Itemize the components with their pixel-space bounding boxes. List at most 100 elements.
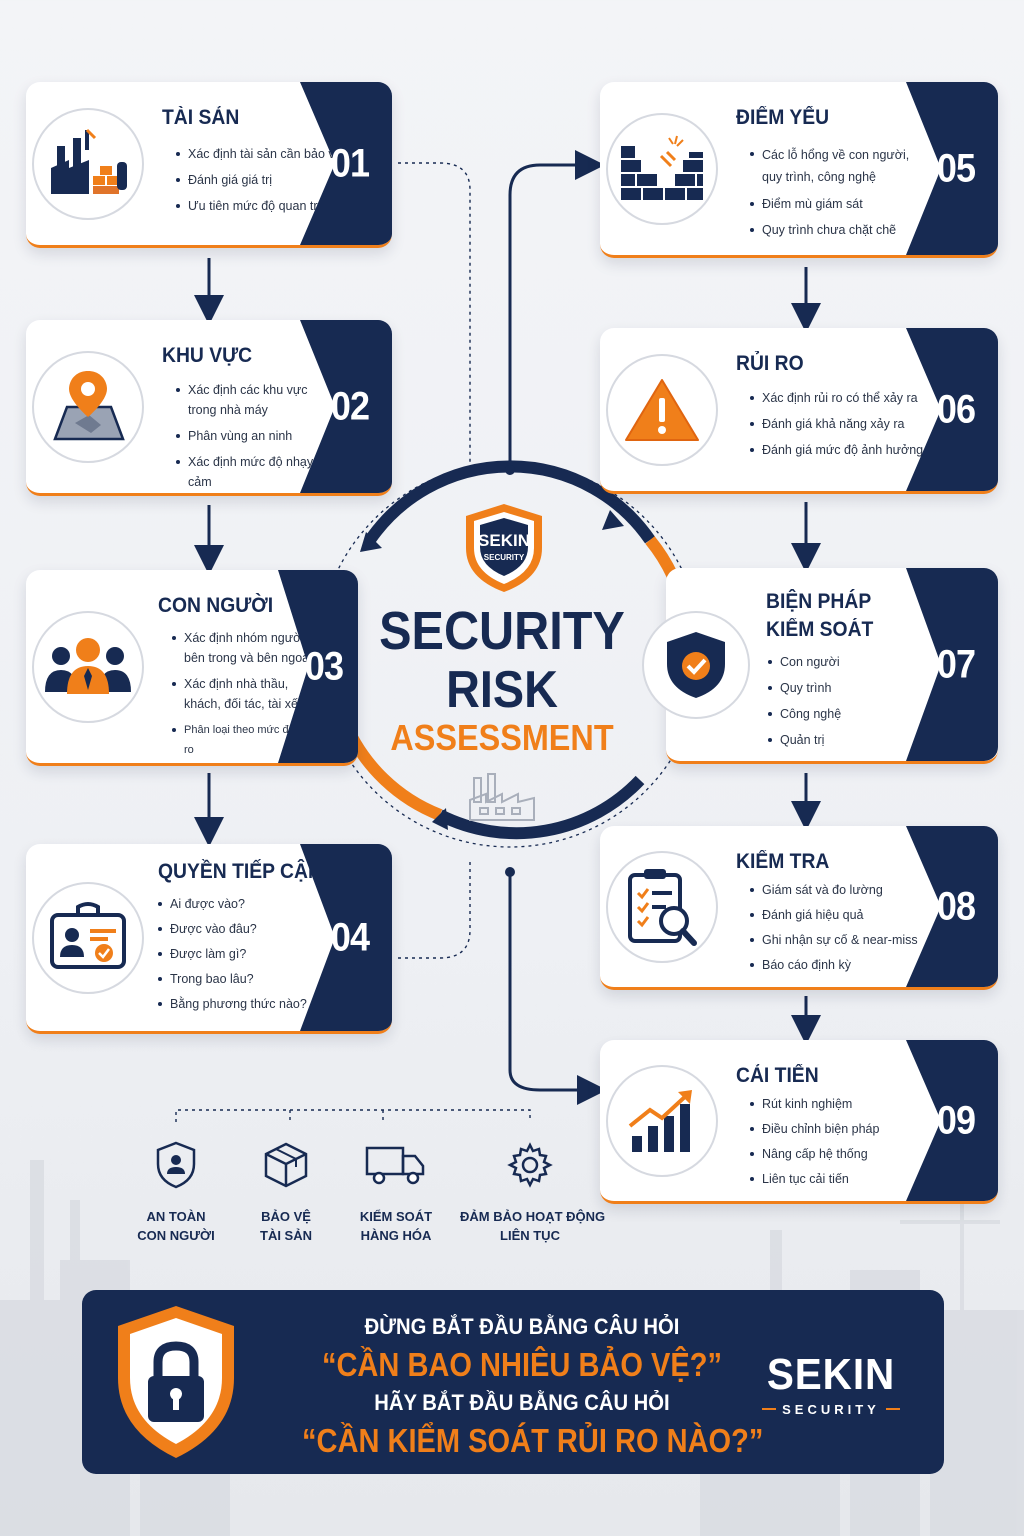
bullet: Điểm mù giám sát [750, 194, 920, 214]
step-bullets: Các lỗ hổng về con người, quy trình, côn… [750, 144, 920, 246]
step-number: 03 [304, 644, 344, 688]
step-number: 05 [936, 146, 976, 190]
value-label-line2: TÀI SẢN [260, 1228, 312, 1243]
bullet: Quy trình [768, 678, 841, 698]
step-number: 04 [330, 915, 370, 959]
step-card-01: TÀI SẢN Xác định tài sản cần bảo vệ Đánh… [26, 82, 392, 248]
factory-outline-icon [469, 773, 535, 821]
logo-text: SEKIN [478, 531, 530, 550]
id-badge-icon [32, 881, 144, 994]
step-title-line1: BIỆN PHÁP [766, 590, 872, 613]
step-title: KHU VỰC [162, 344, 253, 367]
value-label-line1: BẢO VỆ [261, 1209, 311, 1224]
step-bullets: Xác định các khu vực trong nhà máy Phân … [176, 380, 336, 493]
value-label-line1: AN TOÀN [146, 1209, 206, 1224]
clipboard-search-icon [606, 850, 718, 963]
bullet: Báo cáo định kỳ [750, 955, 918, 975]
bullet: Bằng phương thức nào? [158, 994, 307, 1014]
warning-triangle-icon [606, 353, 718, 466]
step-title: CẢI TIẾN [736, 1064, 819, 1087]
bullet: Quy trình chưa chặt chẽ [750, 220, 920, 240]
step-card-03: CON NGƯỜI Xác định nhóm người bên trong … [26, 570, 358, 766]
sekin-logo-shield: SEKIN SECURITY [466, 504, 542, 592]
step-card-04: QUYỀN TIẾP CẬN Ai được vào? Được vào đâu… [26, 844, 392, 1034]
step-card-05: ĐIỂM YẾU Các lỗ hổng về con người, quy t… [600, 82, 998, 258]
growth-chart-icon [606, 1064, 718, 1177]
banner-line-1: ĐỪNG BẮT ĐẦU BẰNG CÂU HỎI [364, 1314, 680, 1339]
title-assessment: ASSESSMENT [390, 717, 614, 758]
banner-line-3: HÃY BẮT ĐẦU BẰNG CÂU HỎI [374, 1390, 670, 1415]
bullet: Con người [768, 652, 841, 672]
bullet: Xác định tài sản cần bảo vệ [176, 144, 342, 164]
bullet: Phân loại theo mức độ rủi ro [172, 720, 320, 760]
bullet: Xác định nhà thầu, khách, đối tác, tài x… [172, 674, 320, 714]
banner-line-4: “CẦN KIỂM SOÁT RỦI RO NÀO?” [302, 1422, 764, 1459]
value-label-line2: LIÊN TỤC [500, 1228, 560, 1243]
brand-name: SEKIN [766, 1350, 896, 1399]
bullet: Ai được vào? [158, 894, 307, 914]
bullet: Xác định các khu vực trong nhà máy [176, 380, 336, 420]
bullet: Đánh giá giá trị [176, 170, 342, 190]
step-title: CON NGƯỜI [158, 594, 274, 617]
step-card-08: KIỂM TRA Giám sát và đo lường Đánh giá h… [600, 826, 998, 990]
title-risk: RISK [446, 661, 558, 719]
step-card-07: BIỆN PHÁP KIỂM SOÁT Con người Quy trình … [642, 568, 998, 764]
bullet: Xác định nhóm người bên trong và bên ngo… [172, 628, 320, 668]
step-title-line2: KIỂM SOÁT [766, 618, 874, 641]
truck-icon [365, 1146, 425, 1185]
bullet: Quản trị [768, 730, 841, 750]
step-title: RỦI RO [736, 352, 804, 375]
step-number: 06 [936, 387, 976, 431]
step-number: 01 [330, 141, 370, 185]
step-bullets: Rút kinh nghiệm Điều chỉnh biện pháp Nân… [750, 1094, 879, 1194]
bullet: Trong bao lâu? [158, 969, 307, 989]
step-card-09: CẢI TIẾN Rút kinh nghiệm Điều chỉnh biện… [600, 1040, 998, 1204]
step-bullets: Xác định rủi ro có thể xảy ra Đánh giá k… [750, 388, 923, 466]
bullet: Ghi nhận sự cố & near-miss [750, 930, 918, 950]
bullet: Điều chỉnh biện pháp [750, 1119, 879, 1139]
box-icon [264, 1142, 308, 1188]
bullet: Đánh giá mức độ ảnh hưởng [750, 440, 923, 460]
step-number: 09 [936, 1098, 976, 1142]
footer-banner: ĐỪNG BẮT ĐẦU BẰNG CÂU HỎI “CẦN BAO NHIÊU… [82, 1290, 944, 1474]
broken-wall-icon [606, 112, 718, 225]
brand-subtitle: SECURITY [782, 1402, 880, 1417]
step-bullets: Xác định nhóm người bên trong và bên ngo… [172, 628, 320, 763]
bullet: Liên tục cải tiến [750, 1169, 879, 1189]
value-asset-protection: BẢO VỆ TÀI SẢN [216, 1140, 356, 1245]
step-bullets: Xác định tài sản cần bảo vệ Đánh giá giá… [176, 144, 342, 222]
value-label-line2: CON NGƯỜI [137, 1228, 215, 1243]
bullet: Được vào đâu? [158, 919, 307, 939]
step-card-06: RỦI RO Xác định rủi ro có thể xảy ra Đán… [600, 328, 998, 494]
factory-assets-icon [32, 107, 144, 220]
bullet: Phân vùng an ninh [176, 426, 336, 446]
logo-subtext: SECURITY [484, 553, 525, 562]
shield-check-icon [642, 610, 750, 719]
bullet: Xác định rủi ro có thể xảy ra [750, 388, 923, 408]
step-number: 02 [330, 384, 370, 428]
gear-icon [507, 1142, 553, 1188]
value-label-line1: KIỂM SOÁT [359, 1209, 433, 1224]
bullet: Đánh giá hiệu quả [750, 905, 918, 925]
value-business-continuity: ĐẢM BẢO HOẠT ĐỘNG LIÊN TỤC [460, 1140, 606, 1245]
padlock-shield-icon [118, 1306, 234, 1458]
sekin-brand: SEKIN SECURITY [756, 1350, 906, 1417]
bullet: Ưu tiên mức độ quan trọng [176, 196, 342, 216]
bullet: Giám sát và đo lường [750, 880, 918, 900]
value-people-safety: AN TOÀN CON NGƯỜI [106, 1140, 246, 1245]
step-number: 07 [936, 642, 976, 686]
title-security: SECURITY [379, 601, 625, 661]
step-number: 08 [936, 884, 976, 928]
bullet: Được làm gì? [158, 944, 307, 964]
bullet: Đánh giá khả năng xảy ra [750, 414, 923, 434]
bullet: Công nghệ [768, 704, 841, 724]
step-title: KIỂM TRA [736, 850, 830, 873]
step-title: ĐIỂM YẾU [736, 106, 830, 129]
step-title: QUYỀN TIẾP CẬN [158, 860, 322, 883]
bullet: Nâng cấp hệ thống [750, 1144, 879, 1164]
value-label-line1: ĐẢM BẢO HOẠT ĐỘNG [460, 1209, 606, 1224]
shield-person-icon [156, 1141, 196, 1189]
banner-line-2: “CẦN BAO NHIÊU BẢO VỆ?” [321, 1346, 723, 1383]
step-bullets: Giám sát và đo lường Đánh giá hiệu quả G… [750, 880, 918, 980]
